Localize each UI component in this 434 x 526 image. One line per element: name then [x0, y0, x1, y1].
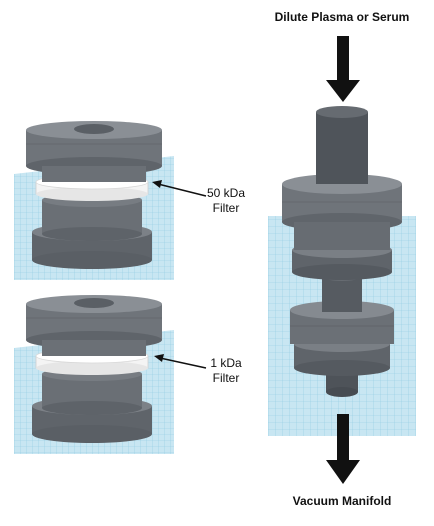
- filter-label-1kda-line2: Filter: [212, 371, 240, 385]
- filter-label-1kda-line1: 1 kDa: [210, 356, 242, 370]
- top-label: Dilute Plasma or Serum: [274, 10, 410, 24]
- panel-assembled-stack: [268, 100, 416, 436]
- panel-1kda-cartridge: [14, 290, 174, 454]
- filter-label-1kda: 1 kDa Filter: [196, 356, 256, 386]
- down-arrow-top: [326, 36, 360, 102]
- cartridge-50kda-illustration: [14, 121, 174, 280]
- cartridge-1kda-illustration: [14, 295, 174, 454]
- panel-50kda-cartridge: [14, 116, 174, 280]
- filter-label-50kda: 50 kDa Filter: [196, 186, 256, 216]
- bottom-label: Vacuum Manifold: [292, 494, 392, 508]
- filter-label-50kda-line2: Filter: [212, 201, 240, 215]
- assembled-stack-illustration: [268, 106, 416, 436]
- filter-label-50kda-line1: 50 kDa: [206, 186, 246, 200]
